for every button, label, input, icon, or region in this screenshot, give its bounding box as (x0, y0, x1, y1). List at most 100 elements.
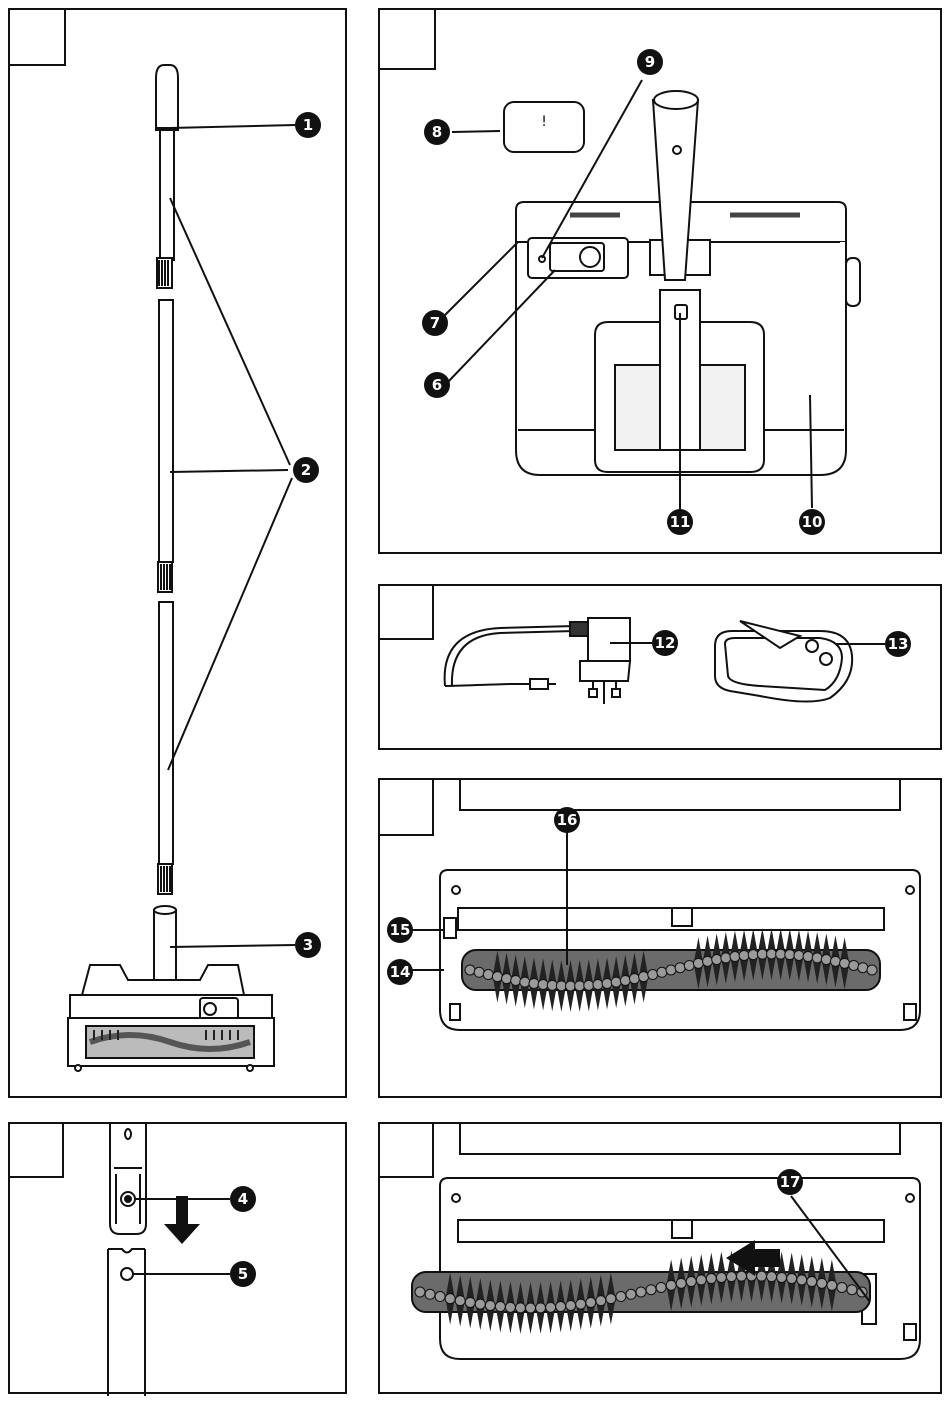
bristle-tuft (639, 972, 649, 982)
bristle-tuft (547, 980, 557, 990)
bristle-tuft (492, 972, 502, 982)
comb-tool (715, 621, 852, 702)
bristle-tuft (611, 977, 621, 987)
bristle-tuft (485, 1300, 495, 1310)
bristle-tuft (767, 1272, 777, 1282)
svg-text:8: 8 (432, 123, 442, 141)
panel-b: ! 9 8 7 6 11 10 (378, 8, 942, 554)
leader-lines (168, 125, 295, 947)
bristle-tuft (616, 1292, 626, 1302)
svg-text:11: 11 (670, 513, 691, 531)
panel-e-drawing: 4 5 (10, 1124, 349, 1396)
bristle-tuft (785, 950, 795, 960)
bristle-tuft (455, 1296, 465, 1306)
bristle-tuft (757, 1271, 767, 1281)
bristle-tuft (526, 1303, 536, 1313)
svg-text:10: 10 (802, 513, 823, 531)
bristle-tuft (626, 1289, 636, 1299)
bristle-tuft (693, 958, 703, 968)
svg-text:17: 17 (780, 1173, 801, 1191)
bristle-tuft (576, 1299, 586, 1309)
middle-tube (158, 300, 173, 592)
panel-d-drawing: 16 15 14 (380, 780, 944, 1100)
bristle-tuft (858, 963, 868, 973)
bristle-tuft (536, 1303, 546, 1313)
callout-11: 11 (667, 509, 693, 535)
bristle-tuft (465, 1297, 475, 1307)
bristle-tuft (840, 958, 850, 968)
bristle-tuft (636, 1287, 646, 1297)
bristle-tuft (657, 967, 667, 977)
bristle-tuft (556, 1302, 566, 1312)
bristle-tuft (676, 1278, 686, 1288)
bristle-tuft (546, 1302, 556, 1312)
bristle-tuft (505, 1302, 515, 1312)
bristle-tuft (584, 980, 594, 990)
bristle-tuft (520, 977, 530, 987)
svg-text:9: 9 (645, 53, 655, 71)
callout-1: 1 (295, 112, 321, 138)
bristle-tuft (465, 965, 475, 975)
bristle-tuft (675, 963, 685, 973)
bristle-tuft (757, 949, 767, 959)
callout-6: 6 (424, 372, 450, 398)
svg-text:15: 15 (390, 921, 411, 939)
bristle-tuft (817, 1278, 827, 1288)
svg-text:7: 7 (430, 314, 440, 332)
svg-text:12: 12 (655, 634, 676, 652)
bristle-tuft (684, 960, 694, 970)
bristle-tuft (830, 956, 840, 966)
bristle-tuft (445, 1294, 455, 1304)
bristle-tuft (696, 1275, 706, 1285)
callout-14: 14 (387, 959, 413, 985)
bristle-tuft (586, 1297, 596, 1307)
bristle-tuft (656, 1282, 666, 1292)
callout-17: 17 (777, 1169, 803, 1195)
bristle-tuft (566, 1300, 576, 1310)
bristle-tuft (794, 950, 804, 960)
panel-d: 16 15 14 (378, 778, 942, 1098)
svg-text:13: 13 (888, 635, 909, 653)
bristle-tuft (596, 1296, 606, 1306)
callout-13: 13 (885, 631, 911, 657)
bristle-tuft (538, 980, 548, 990)
svg-text:2: 2 (301, 461, 311, 479)
bristle-tuft (812, 953, 822, 963)
bristle-tuft (606, 1294, 616, 1304)
panel-b-drawing: ! 9 8 7 6 11 10 (380, 10, 944, 556)
panel-a: 1 2 3 (8, 8, 347, 1098)
bristle-tuft (767, 949, 777, 959)
bristle-tuft (739, 950, 749, 960)
callout-9: 9 (637, 49, 663, 75)
bristle-tuft (847, 1285, 857, 1295)
callout-8: 8 (424, 119, 450, 145)
svg-text:14: 14 (390, 963, 411, 981)
svg-text:1: 1 (303, 116, 313, 134)
lower-tube (158, 602, 173, 894)
bristle-tuft (474, 967, 484, 977)
callout-7: 7 (422, 310, 448, 336)
panel-e: 4 5 (8, 1122, 347, 1394)
tube-joint (108, 1124, 146, 1396)
svg-text:3: 3 (303, 936, 313, 954)
callout-3: 3 (295, 932, 321, 958)
bristle-tuft (629, 974, 639, 984)
bristle-tuft (666, 1280, 676, 1290)
bristle-tuft (867, 965, 877, 975)
svg-text:5: 5 (238, 1265, 248, 1283)
bristle-tuft (716, 1272, 726, 1282)
bristle-tuft (706, 1274, 716, 1284)
bristle-tuft (620, 975, 630, 985)
callout-16: 16 (554, 807, 580, 833)
callout-5: 5 (230, 1261, 256, 1287)
svg-text:6: 6 (432, 376, 442, 394)
bristle-tuft (648, 970, 658, 980)
bristle-tuft (849, 960, 859, 970)
bristle-tuft (425, 1289, 435, 1299)
bristle-tuft (575, 981, 585, 991)
panel-f: 17 (378, 1122, 942, 1394)
bristle-tuft (495, 1302, 505, 1312)
bristle-tuft (666, 965, 676, 975)
underside-housing (440, 780, 920, 1030)
bristle-tuft (787, 1274, 797, 1284)
